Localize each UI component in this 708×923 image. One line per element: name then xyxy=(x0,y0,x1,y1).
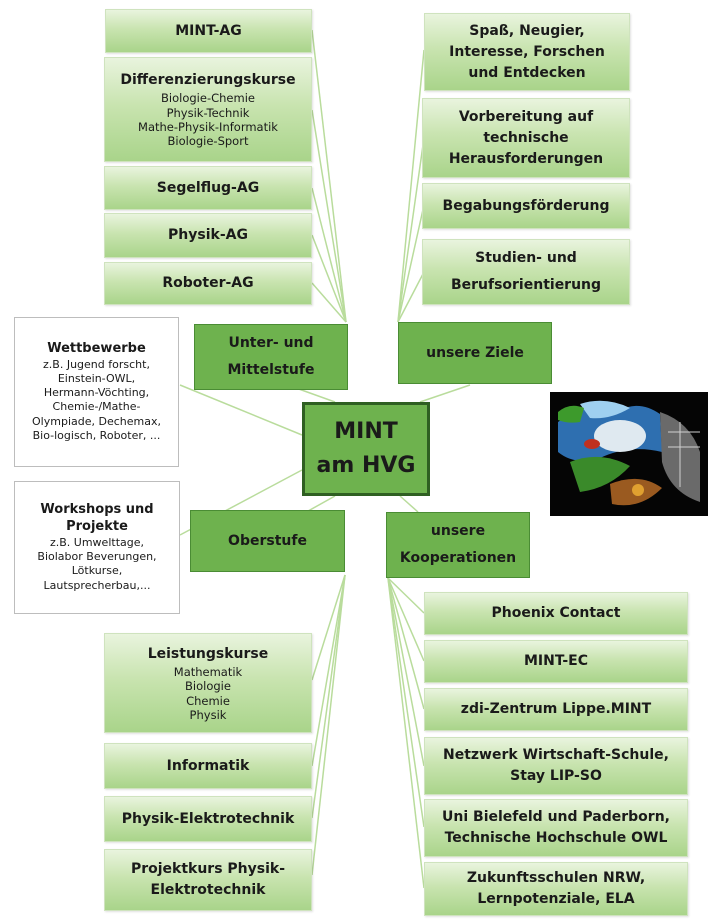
mint-ag-label: MINT-AG xyxy=(175,22,242,39)
spass-box: Spaß, Neugier, Interesse, Forschen und E… xyxy=(424,13,630,91)
mint-ec-box: MINT-EC xyxy=(424,640,688,683)
hub-unter-mittelstufe-line: Unter- und xyxy=(228,335,314,352)
center-node: MINT am HVG xyxy=(302,402,430,496)
differenzierungskurse-title: Differenzierungskurse xyxy=(120,72,296,89)
differenzierungskurse-box: Differenzierungskurse Biologie-Chemie Ph… xyxy=(104,57,312,162)
collage-graphic xyxy=(550,392,708,516)
differenzierungskurse-item: Biologie-Chemie xyxy=(161,91,255,106)
differenzierungskurse-item: Physik-Technik xyxy=(166,105,250,120)
leistungskurse-item: Biologie xyxy=(185,679,231,694)
studien-box: Studien- und Berufsorientierung xyxy=(422,239,630,305)
hub-unter-mittelstufe: Unter- und Mittelstufe xyxy=(194,324,348,390)
workshops-title: Workshops und xyxy=(40,502,154,518)
wettbewerbe-title: Wettbewerbe xyxy=(47,340,146,356)
physik-ag-label: Physik-AG xyxy=(168,227,248,243)
zukunftsschulen-line: Zukunftsschulen NRW, xyxy=(466,870,646,886)
wettbewerbe-line: Einstein-OWL, xyxy=(57,371,136,385)
mint-ag-box: MINT-AG xyxy=(105,9,312,53)
workshops-box: Workshops und Projekte z.B. Umwelttage, … xyxy=(14,481,180,614)
zdi-zentrum-label: zdi-Zentrum Lippe.MINT xyxy=(460,701,652,717)
center-line: am HVG xyxy=(316,453,416,478)
physik-elektrotechnik-box: Physik-Elektrotechnik xyxy=(104,796,312,842)
mint-ec-label: MINT-EC xyxy=(524,653,588,669)
spass-line: Spaß, Neugier, xyxy=(469,22,585,39)
hub-oberstufe: Oberstufe xyxy=(190,510,345,572)
zukunftsschulen-box: Zukunftsschulen NRW, Lernpotenziale, ELA xyxy=(424,862,688,916)
leistungskurse-item: Mathematik xyxy=(173,664,243,679)
workshops-title: Projekte xyxy=(66,518,128,534)
uni-line: Technische Hochschule OWL xyxy=(444,830,668,846)
physik-elektrotechnik-label: Physik-Elektrotechnik xyxy=(121,810,295,827)
projektkurs-line: Projektkurs Physik- xyxy=(130,861,286,877)
phoenix-contact-label: Phoenix Contact xyxy=(491,605,621,621)
wettbewerbe-line: z.B. Jugend forscht, xyxy=(43,357,150,371)
workshops-line: Lautsprecherbau,... xyxy=(43,578,151,592)
center-line: MINT xyxy=(334,418,398,444)
roboter-ag-box: Roboter-AG xyxy=(104,262,312,305)
hub-unsere-ziele-label: unsere Ziele xyxy=(426,344,524,361)
begabungsfoerderung-label: Begabungsförderung xyxy=(442,197,610,214)
vorbereitung-line: Vorbereitung auf xyxy=(458,108,594,125)
spass-line: und Entdecken xyxy=(468,64,586,81)
projektkurs-box: Projektkurs Physik- Elektrotechnik xyxy=(104,849,312,911)
spass-line: Interesse, Forschen xyxy=(449,43,605,60)
segelflug-ag-box: Segelflug-AG xyxy=(104,166,312,210)
hub-unsere-kooperationen: unsere Kooperationen xyxy=(386,512,530,578)
wettbewerbe-line: Bio-logisch, Roboter, ... xyxy=(32,429,161,443)
netzwerk-line: Stay LIP-SO xyxy=(510,768,602,784)
vorbereitung-line: Herausforderungen xyxy=(448,150,604,167)
vorbereitung-line: technische xyxy=(483,129,569,146)
leistungskurse-item: Physik xyxy=(189,707,227,722)
differenzierungskurse-item: Biologie-Sport xyxy=(167,134,249,149)
informatik-label: Informatik xyxy=(166,757,250,774)
phoenix-contact-box: Phoenix Contact xyxy=(424,592,688,635)
physik-ag-box: Physik-AG xyxy=(104,213,312,258)
hub-oberstufe-label: Oberstufe xyxy=(228,532,307,549)
hub-kooperationen-line: Kooperationen xyxy=(399,550,517,566)
wettbewerbe-box: Wettbewerbe z.B. Jugend forscht, Einstei… xyxy=(14,317,179,467)
workshops-line: z.B. Umwelttage, xyxy=(49,535,144,549)
workshops-line: Biolabor Beverungen, xyxy=(37,550,157,564)
studien-line: Studien- und xyxy=(475,250,577,267)
studien-line: Berufsorientierung xyxy=(450,277,602,293)
zukunftsschulen-line: Lernpotenziale, ELA xyxy=(477,891,635,907)
differenzierungskurse-item: Mathe-Physik-Informatik xyxy=(138,120,278,134)
projektkurs-line: Elektrotechnik xyxy=(150,882,266,898)
hub-kooperationen-line: unsere xyxy=(430,523,486,540)
uni-box: Uni Bielefeld und Paderborn, Technische … xyxy=(424,799,688,857)
netzwerk-line: Netzwerk Wirtschaft-Schule, xyxy=(443,747,669,763)
vorbereitung-box: Vorbereitung auf technische Herausforder… xyxy=(422,98,630,178)
informatik-box: Informatik xyxy=(104,743,312,789)
wettbewerbe-line: Chemie-/Mathe- xyxy=(52,400,141,414)
hub-unter-mittelstufe-line: Mittelstufe xyxy=(227,362,315,378)
roboter-ag-label: Roboter-AG xyxy=(162,275,254,291)
hub-unsere-ziele: unsere Ziele xyxy=(398,322,552,384)
leistungskurse-title: Leistungskurse xyxy=(147,645,269,662)
leistungskurse-box: Leistungskurse Mathematik Biologie Chemi… xyxy=(104,633,312,733)
workshops-line: Lötkurse, xyxy=(71,564,123,578)
zdi-zentrum-box: zdi-Zentrum Lippe.MINT xyxy=(424,688,688,731)
netzwerk-box: Netzwerk Wirtschaft-Schule, Stay LIP-SO xyxy=(424,737,688,795)
mint-collage-image xyxy=(550,392,708,516)
wettbewerbe-line: Olympiade, Dechemax, xyxy=(32,414,161,428)
leistungskurse-item: Chemie xyxy=(186,693,230,708)
segelflug-ag-label: Segelflug-AG xyxy=(156,179,260,196)
wettbewerbe-line: Hermann-Vöchting, xyxy=(43,386,150,400)
uni-line: Uni Bielefeld und Paderborn, xyxy=(442,809,670,825)
begabungsfoerderung-box: Begabungsförderung xyxy=(422,183,630,229)
